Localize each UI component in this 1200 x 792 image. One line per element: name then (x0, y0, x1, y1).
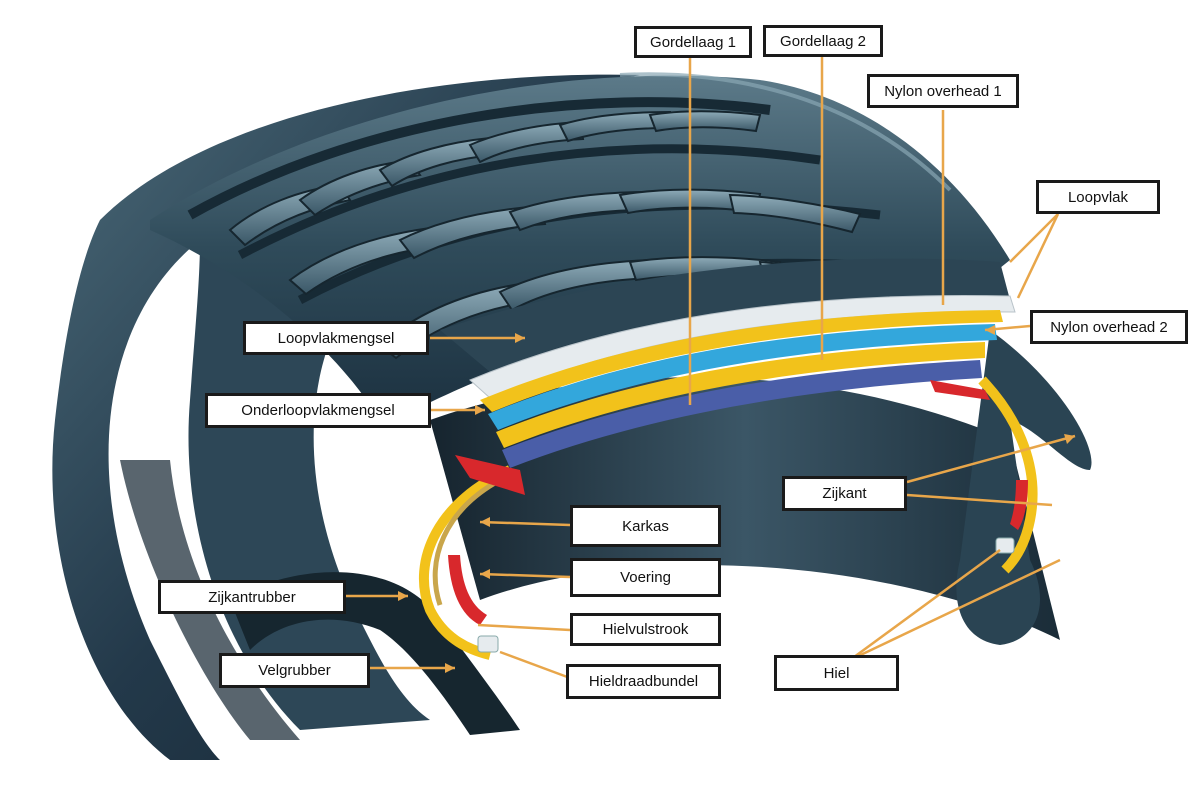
indigo-layer (502, 360, 982, 468)
far-sidewall (956, 330, 1092, 645)
red-strip-left-top (455, 455, 525, 495)
label-loopvlakmengsel: Loopvlakmengsel (243, 321, 429, 355)
sidewall-shadow (120, 460, 300, 740)
leader-lines (345, 56, 1076, 680)
label-hieldraadbundel: Hieldraadbundel (566, 664, 721, 699)
label-zijkantrubber: Zijkantrubber (158, 580, 346, 614)
bead-wire-right (995, 537, 1015, 554)
label-velgrubber: Velgrubber (219, 653, 370, 688)
layer-stack (440, 258, 1016, 468)
label-voering: Voering (570, 558, 721, 597)
label-gordellaag-1: Gordellaag 1 (634, 26, 752, 58)
nylon-overhead-yellow-top (480, 310, 1003, 412)
bead-wire-left (477, 635, 499, 653)
belt-yellow-layer (496, 342, 985, 448)
red-strip-left-bead (448, 555, 487, 625)
leader-arrowheads (398, 325, 1075, 673)
red-strip-right (930, 380, 990, 400)
blue-layer (488, 324, 997, 430)
label-gordellaag-2: Gordellaag 2 (763, 25, 883, 57)
label-nylon-overhead-1: Nylon overhead 1 (867, 74, 1019, 108)
tread-cut (440, 258, 1010, 372)
label-loopvlak: Loopvlak (1036, 180, 1160, 214)
liner-contour-left (432, 477, 502, 606)
label-karkas: Karkas (570, 505, 721, 547)
near-sidewall (52, 74, 640, 760)
inner-back-wall (430, 377, 1060, 640)
red-strip-right-bead (1010, 480, 1028, 530)
label-onderloopvlakmengsel: Onderloopvlakmengsel (205, 393, 431, 428)
label-hielvulstrook: Hielvulstrook (570, 613, 721, 646)
label-hiel: Hiel (774, 655, 899, 691)
carcass-contour-left (418, 465, 512, 660)
label-zijkant: Zijkant (782, 476, 907, 511)
label-nylon-overhead-2: Nylon overhead 2 (1030, 310, 1188, 344)
